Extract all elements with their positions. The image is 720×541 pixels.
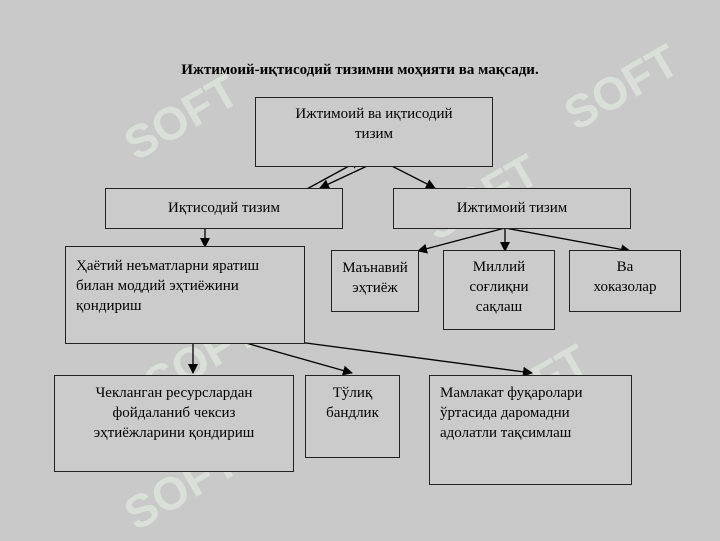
- node-social: Ижтимоий тизим: [393, 188, 631, 229]
- arrow-social-to-spiritual: [417, 227, 506, 254]
- diagram-title: Ижтимоий-иқтисодий тизимни моҳияти ва ма…: [181, 62, 539, 78]
- arrow-social-to-etc: [504, 227, 631, 255]
- node-economic: Иқтисодий тизим: [105, 188, 343, 229]
